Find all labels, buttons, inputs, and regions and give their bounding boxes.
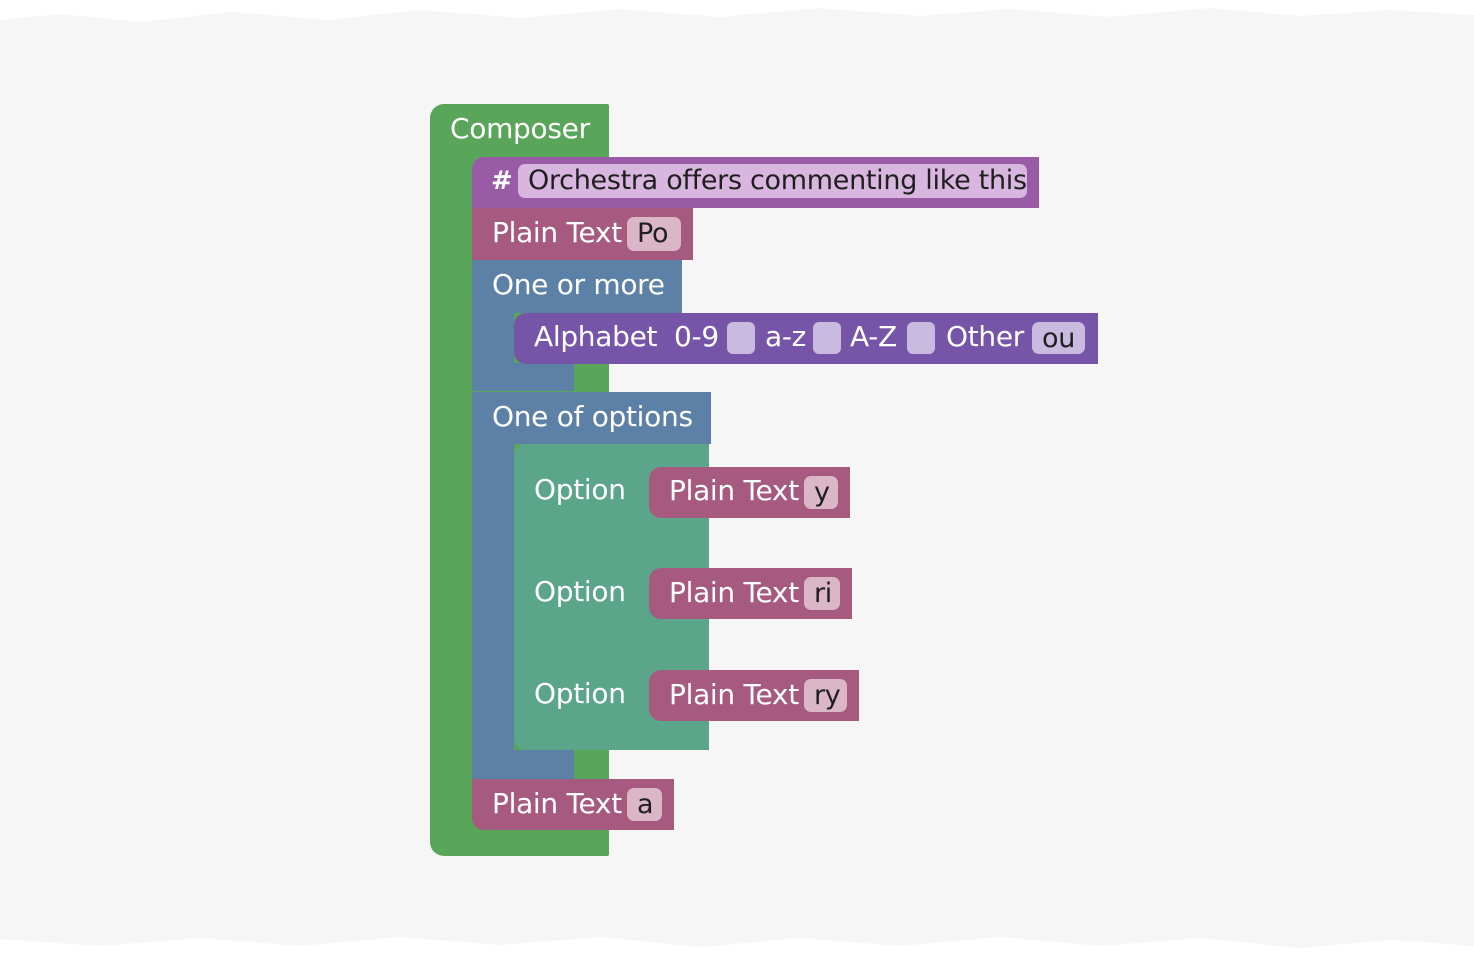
comment-text-field[interactable]: Orchestra offers commenting like this (518, 164, 1027, 198)
digits-label: 0-9 (674, 320, 719, 353)
option-plain-text-field-1[interactable]: y (804, 476, 838, 509)
one-of-options-label: One of options (492, 400, 693, 433)
uppercase-label: A-Z (850, 320, 897, 353)
plain-text-field-1[interactable]: Po (627, 217, 681, 251)
composer-label: Composer (450, 112, 590, 145)
plain-text-field-2[interactable]: a (627, 788, 662, 821)
plain-text-label-2: Plain Text (492, 787, 622, 820)
option-plain-text-label-2: Plain Text (669, 576, 799, 609)
option-label-1: Option (534, 473, 626, 506)
lowercase-checkbox[interactable] (813, 322, 841, 354)
one-or-more-label: One or more (492, 268, 665, 301)
one-of-options-bottom-arm (472, 750, 574, 779)
option-plain-text-label-3: Plain Text (669, 678, 799, 711)
uppercase-checkbox[interactable] (907, 322, 935, 354)
alphabet-label: Alphabet (534, 320, 658, 353)
lowercase-label: a-z (765, 320, 807, 353)
plain-text-label-1: Plain Text (492, 216, 622, 249)
other-label: Other (946, 320, 1025, 353)
one-of-options-left-arm (472, 444, 514, 779)
one-of-options-block[interactable] (472, 392, 711, 444)
other-field[interactable]: ou (1032, 322, 1085, 354)
option-plain-text-field-2[interactable]: ri (804, 577, 840, 610)
option-label-3: Option (534, 677, 626, 710)
comment-hash-label: # (491, 166, 513, 196)
option-plain-text-field-3[interactable]: ry (804, 679, 847, 712)
option-label-2: Option (534, 575, 626, 608)
alphabet-block[interactable] (514, 313, 1098, 364)
one-or-more-bottom-arm (472, 363, 574, 391)
one-or-more-block[interactable] (472, 260, 682, 313)
option-plain-text-label-1: Plain Text (669, 474, 799, 507)
digits-checkbox[interactable] (727, 322, 755, 354)
